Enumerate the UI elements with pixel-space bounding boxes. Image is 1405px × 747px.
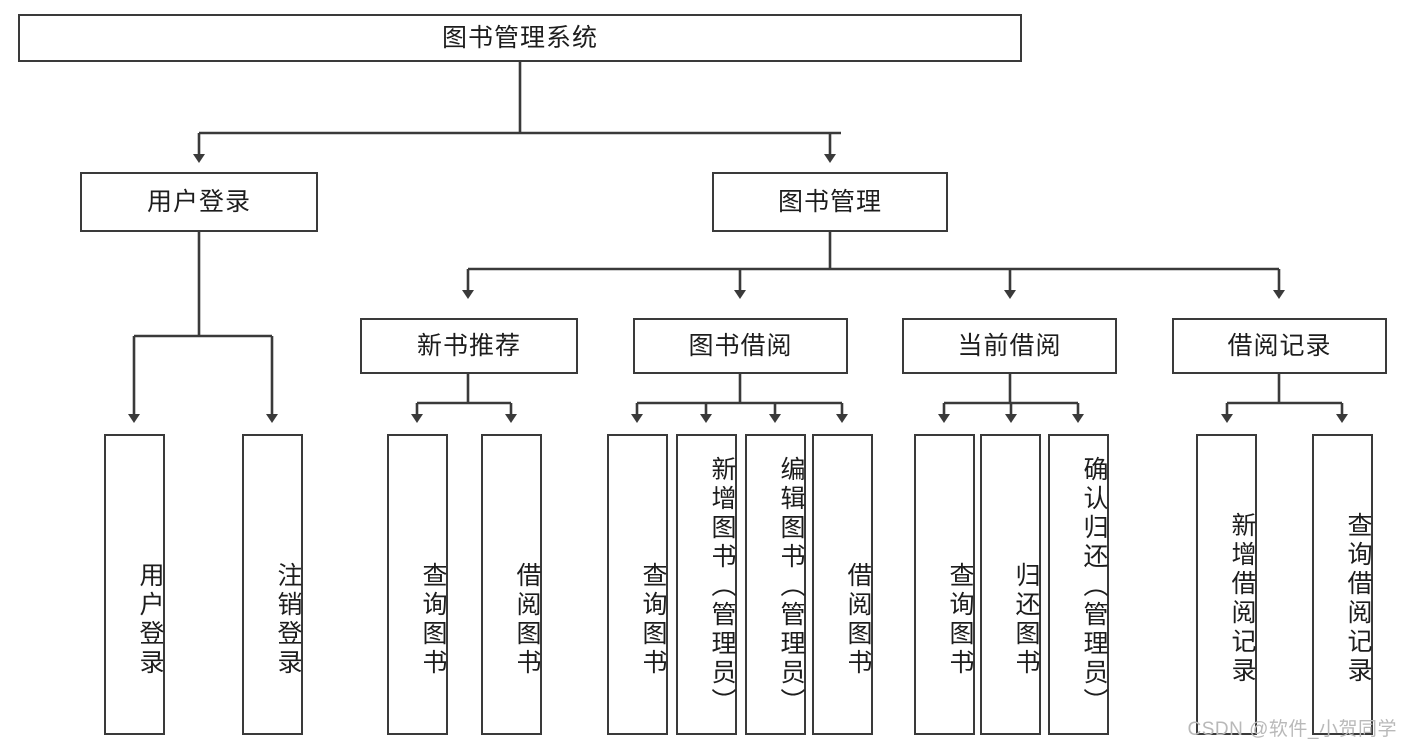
leaf-query-book-borrow[interactable]: 查询图书	[607, 434, 668, 735]
node-label: 编辑图书（管理员）	[777, 456, 805, 717]
node-label: 查询图书	[419, 561, 447, 678]
node-borrow-record[interactable]: 借阅记录	[1172, 318, 1387, 374]
node-book-borrow[interactable]: 图书借阅	[633, 318, 848, 374]
node-new-book-recommend[interactable]: 新书推荐	[360, 318, 578, 374]
node-label: 查询借阅记录	[1344, 511, 1372, 686]
leaf-confirm-return-admin[interactable]: 确认归还（管理员）	[1048, 434, 1109, 735]
node-label: 归还图书	[1012, 561, 1040, 678]
node-label: 借阅图书	[513, 561, 541, 678]
leaf-borrow-book[interactable]: 借阅图书	[812, 434, 873, 735]
node-root-system[interactable]: 图书管理系统	[18, 14, 1022, 62]
node-label: 借阅记录	[1227, 332, 1332, 360]
leaf-return-book[interactable]: 归还图书	[980, 434, 1041, 735]
leaf-logout-login[interactable]: 注销登录	[242, 434, 303, 735]
node-label: 新增图书（管理员）	[708, 456, 736, 717]
node-user-login[interactable]: 用户登录	[80, 172, 318, 232]
leaf-query-book-current[interactable]: 查询图书	[914, 434, 975, 735]
leaf-add-borrow-record[interactable]: 新增借阅记录	[1196, 434, 1257, 735]
node-label: 新书推荐	[416, 332, 521, 360]
node-label: 新增借阅记录	[1228, 511, 1256, 686]
leaf-add-book-admin[interactable]: 新增图书（管理员）	[676, 434, 737, 735]
node-label: 当前借阅	[957, 332, 1062, 360]
node-label: 借阅图书	[844, 561, 872, 678]
node-label: 确认归还（管理员）	[1080, 456, 1108, 717]
node-label: 用户登录	[136, 561, 164, 678]
node-label: 查询图书	[639, 561, 667, 678]
leaf-user-login[interactable]: 用户登录	[104, 434, 165, 735]
node-label: 图书管理	[777, 188, 882, 216]
leaf-query-borrow-record[interactable]: 查询借阅记录	[1312, 434, 1373, 735]
watermark: CSDN @软件_小贺同学	[1187, 719, 1397, 740]
node-current-borrow[interactable]: 当前借阅	[902, 318, 1117, 374]
node-label: 图书借阅	[688, 332, 793, 360]
node-book-management[interactable]: 图书管理	[712, 172, 948, 232]
node-label: 查询图书	[946, 561, 974, 678]
node-label: 用户登录	[146, 188, 251, 216]
leaf-query-book-recommend[interactable]: 查询图书	[387, 434, 448, 735]
leaf-edit-book-admin[interactable]: 编辑图书（管理员）	[745, 434, 806, 735]
node-label: 图书管理系统	[441, 24, 598, 52]
leaf-borrow-book-recommend[interactable]: 借阅图书	[481, 434, 542, 735]
node-label: 注销登录	[274, 561, 302, 678]
